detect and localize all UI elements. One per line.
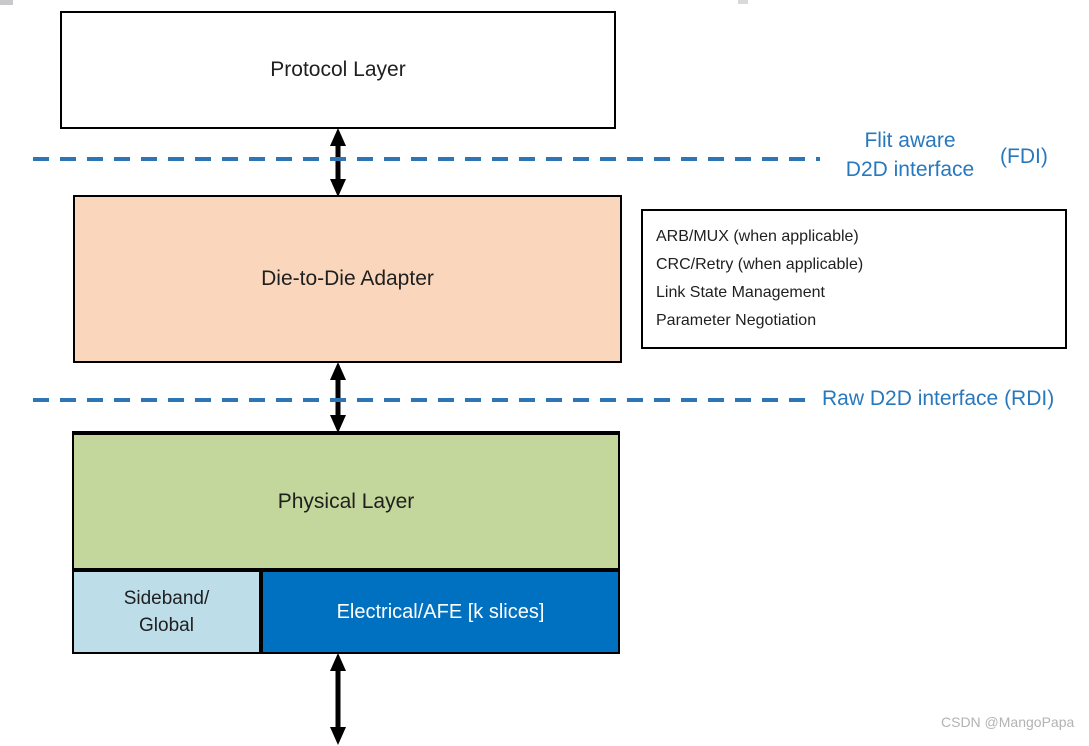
watermark: CSDN @MangoPapa (941, 714, 1075, 730)
sideband-label-line2: Global (139, 615, 194, 636)
double-arrow-protocol-adapter (330, 128, 346, 197)
double-arrow-adapter-physical (330, 362, 346, 433)
rdi-interface-label: Raw D2D interface (RDI) (822, 387, 1055, 410)
die-to-die-adapter-label: Die-to-Die Adapter (261, 267, 434, 290)
fdi-label-line1: Flit aware (864, 129, 956, 152)
adapter-function-item: Parameter Negotiation (656, 312, 817, 329)
protocol-layer-label: Protocol Layer (270, 58, 406, 81)
fdi-tag: (FDI) (1000, 145, 1048, 168)
crop-artifact (0, 0, 13, 5)
electrical-afe-box: Electrical/AFE [k slices] (261, 570, 620, 654)
rdi-dashed-line (33, 398, 811, 402)
physical-layer-box: Physical Layer (72, 431, 620, 570)
protocol-layer-box: Protocol Layer (60, 11, 616, 129)
die-to-die-adapter-box: Die-to-Die Adapter (73, 195, 622, 363)
sideband-label-line1: Sideband/ (123, 588, 210, 609)
crop-artifact (738, 0, 748, 4)
sideband-global-box: Sideband/ Global (72, 570, 261, 654)
electrical-afe-label: Electrical/AFE [k slices] (336, 600, 545, 623)
adapter-function-item: Link State Management (656, 284, 825, 301)
adapter-function-item: ARB/MUX (when applicable) (656, 228, 859, 245)
fdi-dashed-line (33, 157, 820, 161)
fdi-label-line2: D2D interface (845, 158, 975, 181)
double-arrow-physical-external (330, 653, 346, 745)
adapter-function-item: CRC/Retry (when applicable) (656, 256, 864, 273)
fdi-interface-label: Flit aware D2D interface (828, 126, 992, 184)
adapter-functions-box: ARB/MUX (when applicable) CRC/Retry (whe… (641, 209, 1067, 349)
physical-layer-label: Physical Layer (277, 489, 415, 513)
